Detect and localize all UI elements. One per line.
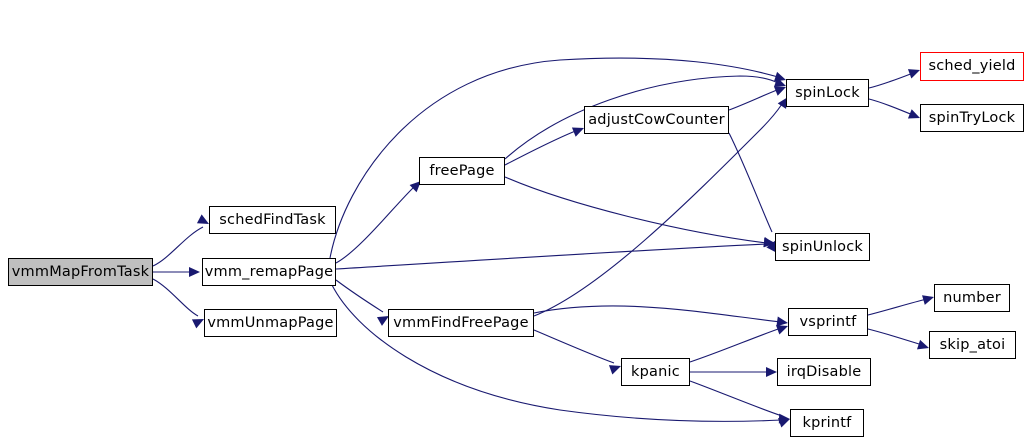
edge-freePage-to-spinLock — [504, 75, 786, 160]
edge-spinLock-to-sched_yield — [868, 69, 920, 89]
arrowhead — [777, 97, 788, 109]
arrowhead — [766, 367, 777, 377]
edge-vsprintf-to-skip_atoi — [867, 328, 929, 350]
arrowhead — [766, 240, 776, 253]
arrowhead — [571, 127, 584, 137]
node-label-number: number — [943, 289, 1001, 306]
edge-vmm_remapPage-to-vmmFindFreePage — [335, 279, 389, 326]
arrowhead — [907, 109, 920, 119]
edge-kpanic-to-vsprintf — [689, 325, 788, 363]
node-label-spinUnlock: spinUnlock — [781, 238, 864, 255]
node-freePage[interactable]: freePage — [419, 157, 505, 185]
arrowhead — [409, 181, 421, 193]
node-kprintf[interactable]: kprintf — [790, 409, 864, 437]
edge-vmmMapFromTask-to-schedFindTask — [152, 214, 209, 267]
node-spinUnlock[interactable]: spinUnlock — [775, 233, 870, 261]
node-vmm_remapPage[interactable]: vmm_remapPage — [202, 258, 336, 286]
node-spinTryLock[interactable]: spinTryLock — [920, 104, 1024, 132]
arrowhead — [196, 214, 209, 224]
arrowhead — [775, 325, 788, 335]
arrowhead — [608, 365, 621, 375]
node-label-spinLock: spinLock — [795, 84, 860, 101]
node-label-vmmFindFreePage: vmmFindFreePage — [393, 314, 529, 331]
node-label-adjustCowCounter: adjustCowCounter — [588, 111, 725, 128]
edge-kpanic-to-irqDisable — [690, 367, 777, 377]
arrowhead — [773, 77, 786, 87]
edge-kpanic-to-kprintf — [689, 380, 790, 428]
node-label-irqDisable: irqDisable — [786, 363, 862, 380]
node-label-vsprintf: vsprintf — [799, 313, 857, 330]
edge-adjustCowCounter-to-spinUnlock — [728, 132, 776, 253]
node-spinLock[interactable]: spinLock — [786, 79, 869, 107]
edge-vmm_remapPage-to-spinUnlock — [335, 237, 775, 270]
node-vsprintf[interactable]: vsprintf — [788, 308, 868, 336]
edge-vmmMapFromTask-to-vmm_remapPage — [153, 267, 200, 277]
node-label-schedFindTask: schedFindTask — [219, 211, 326, 228]
edge-vmmFindFreePage-to-vsprintf — [533, 305, 788, 327]
node-skip_atoi[interactable]: skip_atoi — [929, 331, 1016, 359]
edge-vmmMapFromTask-to-vmmUnmapPage — [152, 278, 204, 329]
edge-freePage-to-spinUnlock — [504, 176, 775, 248]
node-vmmUnmapPage[interactable]: vmmUnmapPage — [204, 309, 337, 337]
arrowhead — [916, 339, 929, 350]
node-label-kpanic: kpanic — [631, 363, 680, 380]
arrowhead — [777, 418, 790, 428]
node-vmmFindFreePage[interactable]: vmmFindFreePage — [388, 309, 534, 337]
edge-vsprintf-to-number — [867, 295, 934, 316]
node-label-sched_yield: sched_yield — [928, 58, 1016, 75]
node-label-vmmUnmapPage: vmmUnmapPage — [207, 314, 334, 331]
node-adjustCowCounter[interactable]: adjustCowCounter — [584, 106, 729, 134]
arrowhead — [189, 267, 200, 277]
edge-spinLock-to-spinTryLock — [868, 98, 920, 119]
arrowhead — [907, 69, 920, 79]
edge-vmmFindFreePage-to-kpanic — [533, 329, 621, 375]
arrowhead — [776, 316, 788, 327]
edge-vmmFindFreePage-to-spinLock — [533, 97, 788, 317]
node-label-skip_atoi: skip_atoi — [939, 336, 1006, 353]
edge-adjustCowCounter-to-spinLock — [728, 86, 786, 111]
node-irqDisable[interactable]: irqDisable — [777, 358, 871, 386]
arrowhead — [376, 316, 389, 326]
node-schedFindTask[interactable]: schedFindTask — [209, 206, 336, 234]
node-sched_yield[interactable]: sched_yield — [920, 52, 1024, 81]
node-label-spinTryLock: spinTryLock — [928, 109, 1016, 126]
node-kpanic[interactable]: kpanic — [621, 358, 690, 386]
edge-freePage-to-adjustCowCounter — [504, 127, 584, 166]
node-number[interactable]: number — [934, 284, 1010, 312]
node-label-freePage: freePage — [429, 162, 495, 179]
edge-vmm_remapPage-to-freePage — [335, 181, 421, 264]
arrowhead — [773, 86, 786, 96]
edge-vmm_remapPage-to-kprintf — [331, 284, 790, 424]
edge-vmm_remapPage-to-spinLock — [329, 57, 786, 259]
node-vmmMapFromTask[interactable]: vmmMapFromTask — [8, 258, 153, 286]
node-label-vmmMapFromTask: vmmMapFromTask — [11, 263, 150, 280]
arrowhead — [922, 295, 934, 305]
arrowhead — [191, 319, 204, 329]
node-label-kprintf: kprintf — [802, 414, 852, 431]
node-label-vmm_remapPage: vmm_remapPage — [204, 263, 334, 280]
